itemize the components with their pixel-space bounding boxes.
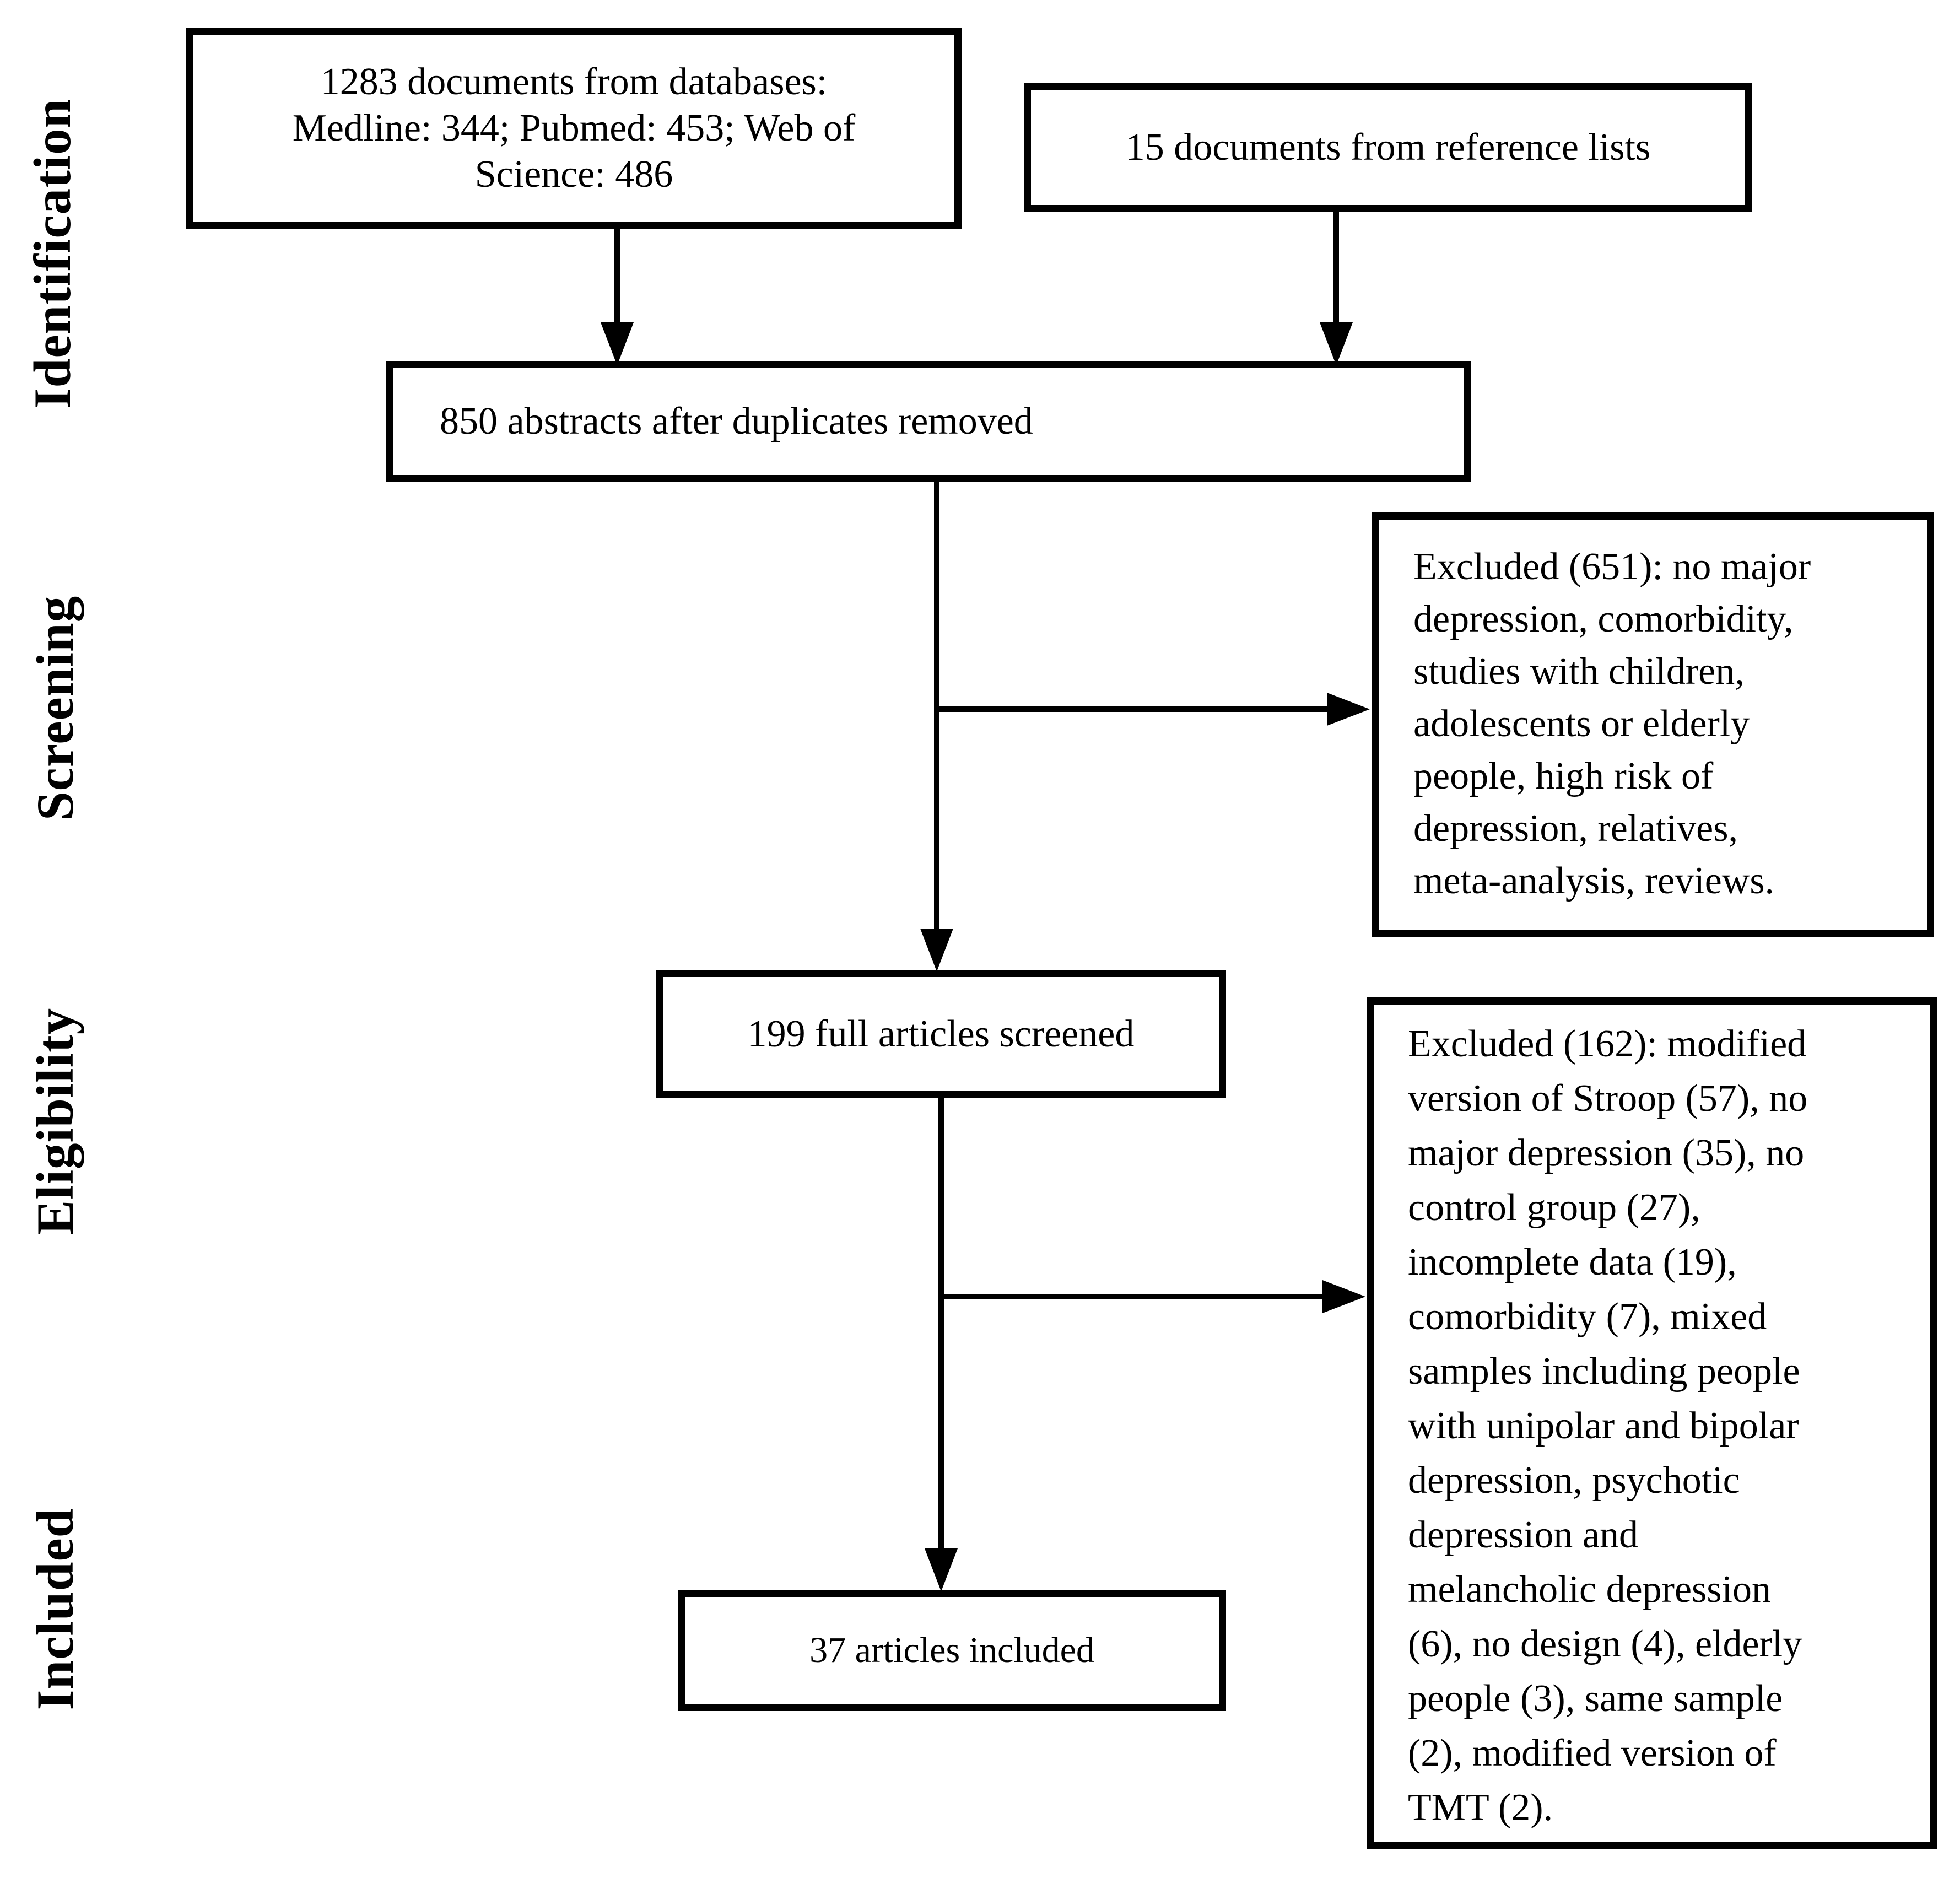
arrowhead-down-icon	[920, 929, 953, 972]
stage-label-identification: Identification	[23, 98, 82, 409]
arrowhead-right-icon	[1327, 693, 1370, 726]
arrowhead-down-icon	[925, 1548, 958, 1591]
stage-label-included: Included	[26, 1508, 84, 1710]
connector-branch-to-excluded-screening	[937, 706, 1331, 712]
box-excluded-eligibility: Excluded (162): modified version of Stro…	[1367, 997, 1937, 1849]
stage-label-screening: Screening	[26, 595, 84, 821]
arrowhead-down-icon	[601, 322, 634, 365]
connector-references-to-abstracts	[1333, 211, 1339, 327]
connector-branch-to-excluded-eligibility	[941, 1294, 1327, 1299]
box-abstracts-after-duplicates: 850 abstracts after duplicates removed	[386, 361, 1471, 482]
arrowhead-right-icon	[1322, 1280, 1365, 1313]
connector-databases-to-abstracts	[614, 228, 620, 327]
stage-label-eligibility: Eligibility	[26, 1007, 84, 1235]
box-full-articles-screened: 199 full articles screened	[656, 970, 1226, 1098]
box-documents-from-databases: 1283 documents from databases: Medline: …	[186, 28, 962, 229]
connector-full-articles-to-included	[938, 1097, 944, 1551]
box-documents-from-reference-lists: 15 documents from reference lists	[1024, 83, 1752, 212]
box-excluded-screening: Excluded (651): no major depression, com…	[1372, 512, 1934, 937]
box-articles-included: 37 articles included	[678, 1590, 1226, 1711]
arrowhead-down-icon	[1320, 322, 1353, 365]
